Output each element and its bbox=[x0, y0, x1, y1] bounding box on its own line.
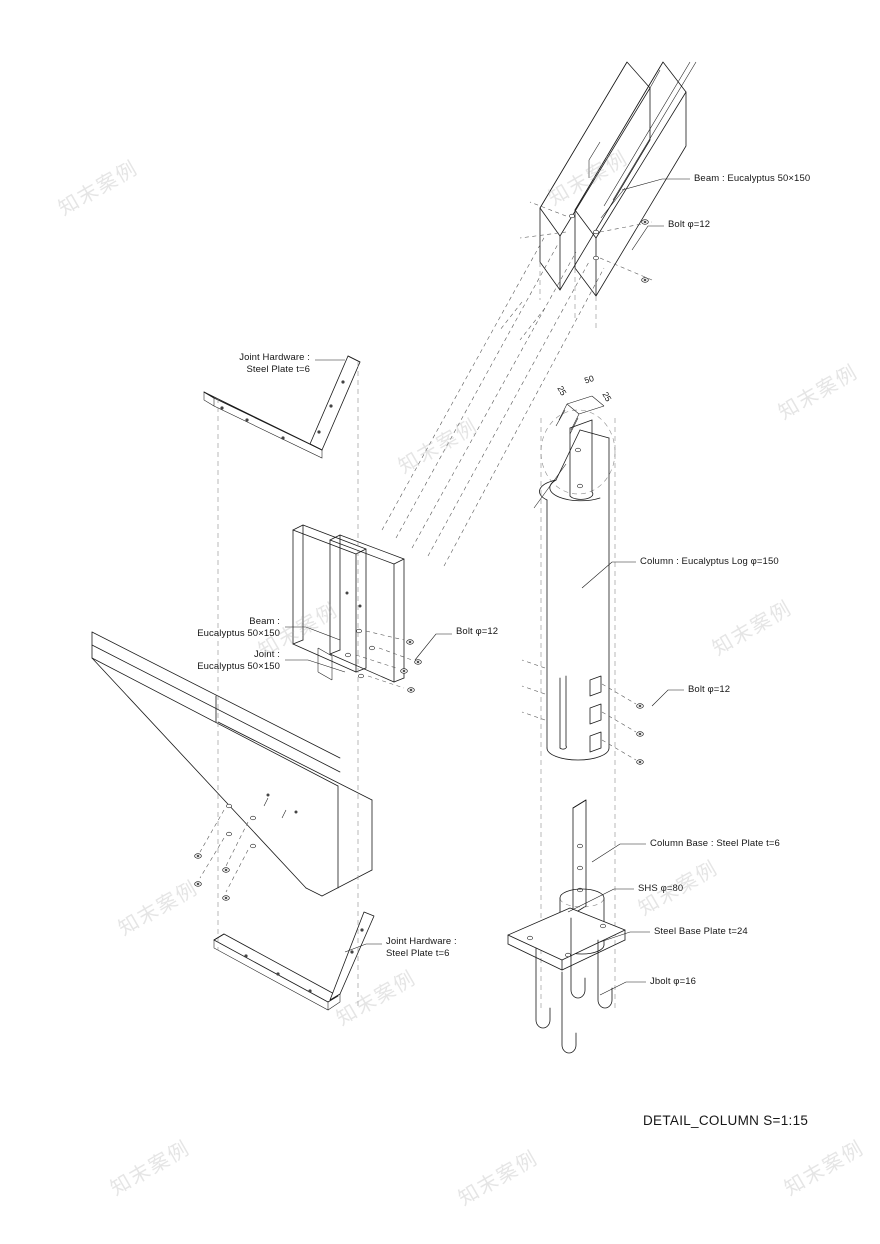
beam-joint-assembly-left bbox=[292, 524, 422, 693]
leader-bolt-top bbox=[631, 225, 664, 251]
leader-joint-hardware-bottom bbox=[344, 943, 382, 953]
dimension-top-of-column bbox=[555, 395, 605, 435]
joint-hardware-top bbox=[203, 355, 361, 459]
label-bolt-column: Bolt φ=12 bbox=[688, 684, 731, 695]
leader-shs bbox=[567, 888, 634, 913]
label-beam-left: Beam : Eucalyptus 50×150 bbox=[197, 616, 280, 639]
column-assembly bbox=[521, 409, 644, 1010]
label-beam-top: Beam : Eucalyptus 50×150 bbox=[694, 173, 811, 184]
projection-lines bbox=[217, 235, 605, 1010]
label-joint-hardware-top: Joint Hardware : Steel Plate t=6 bbox=[239, 352, 310, 375]
projection-lines-top bbox=[499, 262, 597, 341]
label-jbolt: Jbolt φ=16 bbox=[650, 976, 696, 987]
leader-column-base bbox=[591, 843, 646, 863]
leader-column bbox=[581, 561, 636, 589]
leader-joint-left bbox=[285, 659, 346, 673]
label-bolt-left: Bolt φ=12 bbox=[456, 626, 499, 637]
leader-beam-top bbox=[600, 178, 690, 219]
joint-hardware-bottom bbox=[213, 911, 375, 1011]
label-shs: SHS φ=80 bbox=[638, 883, 684, 894]
leader-bolt-left bbox=[414, 633, 452, 661]
label-column-base: Column Base : Steel Plate t=6 bbox=[650, 838, 780, 849]
label-steel-base-plate: Steel Base Plate t=24 bbox=[654, 926, 748, 937]
leader-steel-base-plate bbox=[599, 931, 650, 943]
leader-beam-left bbox=[285, 626, 341, 641]
label-joint-hardware-bottom: Joint Hardware : Steel Plate t=6 bbox=[386, 936, 457, 959]
raking-beam-lower-left bbox=[91, 631, 373, 901]
leader-bolt-column bbox=[651, 689, 684, 707]
label-joint-left: Joint : Eucalyptus 50×150 bbox=[197, 649, 280, 672]
column-base-assembly bbox=[507, 799, 626, 1054]
label-bolt-top: Bolt φ=12 bbox=[668, 219, 711, 230]
leader-jbolt bbox=[599, 981, 646, 996]
label-column: Column : Eucalyptus Log φ=150 bbox=[640, 556, 779, 567]
drawing-title: DETAIL_COLUMN S=1:15 bbox=[643, 1113, 809, 1128]
